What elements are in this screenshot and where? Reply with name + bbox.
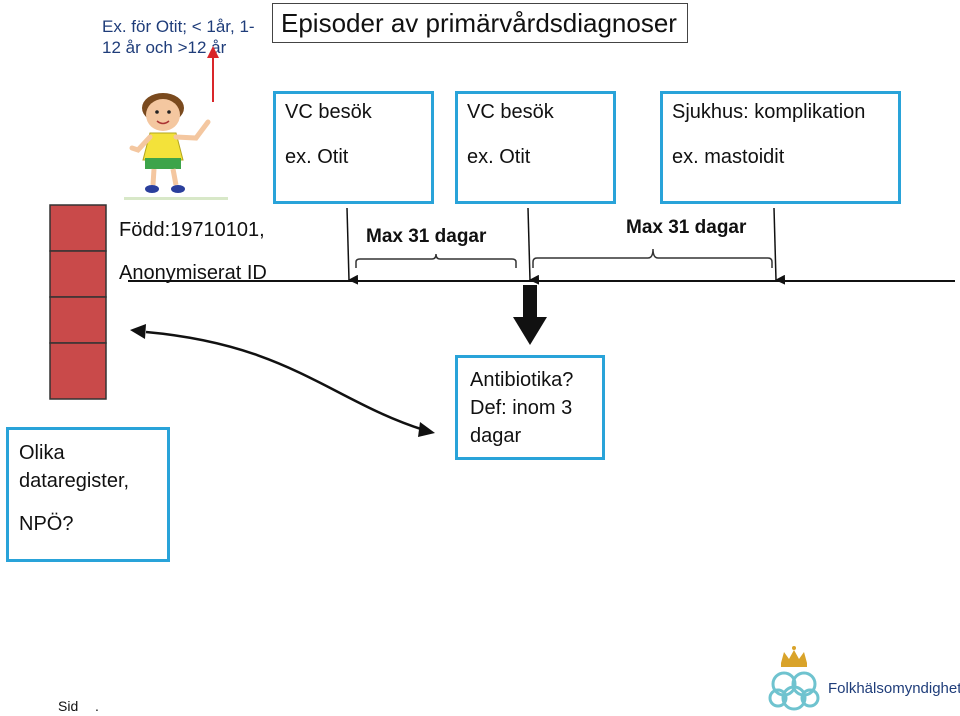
red-up-arrow	[207, 46, 219, 102]
curved-double-arrow	[130, 324, 435, 437]
antibiotics-line-3: dagar	[470, 425, 522, 447]
page-title: Episoder av primärvårdsdiagnoser	[272, 3, 688, 43]
brace-1	[355, 253, 517, 268]
brace-2	[532, 248, 773, 268]
page-number-value: .	[95, 698, 99, 714]
anonymized-id-label: Anonymiserat ID	[119, 262, 267, 284]
registers-line-1: Olika	[19, 442, 65, 464]
vc-visit-box-1: VC besök ex. Otit	[273, 91, 434, 204]
hospital-complication-box: Sjukhus: komplikation ex. mastoidit	[660, 91, 901, 204]
hospital-title: Sjukhus: komplikation	[672, 101, 866, 123]
visit-arrow-2	[527, 207, 540, 285]
hospital-sub: ex. mastoidit	[672, 146, 785, 168]
antibiotics-text: Antibiotika? Def: inom 3 dagar	[470, 366, 573, 450]
vc-visit-2-title: VC besök	[467, 101, 554, 123]
logo-emblem-icon	[768, 646, 820, 711]
registers-line-2: dataregister,	[19, 470, 130, 492]
antibiotics-line-1: Antibiotika?	[470, 369, 574, 391]
registers-line-3: NPÖ?	[19, 513, 74, 535]
birth-date-label: Född:19710101,	[119, 219, 265, 241]
vc-visit-box-2: VC besök ex. Otit	[455, 91, 616, 204]
antibiotics-line-2: Def: inom 3	[470, 397, 573, 419]
vc-visit-1-title: VC besök	[285, 101, 372, 123]
logo-text: Folkhälsomyndigheten	[828, 680, 960, 697]
hospital-arrow	[773, 207, 786, 285]
visit-arrow-1	[346, 207, 359, 285]
vc-visit-2-sub: ex. Otit	[467, 146, 531, 168]
antibiotics-box: Antibiotika? Def: inom 3 dagar	[455, 355, 605, 460]
max-days-label-2: Max 31 dagar	[626, 217, 747, 238]
data-registers-box: Olika dataregister, NPÖ?	[6, 427, 170, 562]
down-arrow	[513, 285, 547, 345]
age-group-note: Ex. för Otit; < 1år, 1-12 år och >12 år	[102, 17, 255, 57]
register-stack	[49, 204, 107, 400]
vc-visit-1-sub: ex. Otit	[285, 146, 349, 168]
page-number-label: Sid	[58, 698, 79, 714]
max-days-label-1: Max 31 dagar	[366, 226, 487, 247]
child-figure-icon	[124, 93, 228, 200]
